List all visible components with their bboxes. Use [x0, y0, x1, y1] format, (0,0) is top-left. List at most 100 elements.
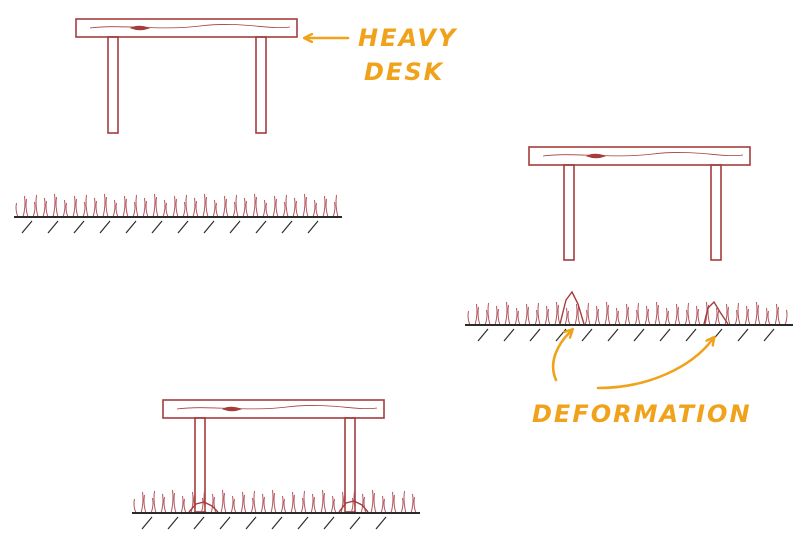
grass-blade — [784, 309, 788, 326]
grass-blade — [260, 493, 264, 514]
ground-hatch-stroke — [245, 516, 257, 530]
grass-blade — [262, 199, 266, 218]
grass-blade — [223, 492, 227, 514]
grass-blade — [340, 491, 344, 514]
grass-blade — [143, 494, 147, 514]
ground-hatch-stroke — [323, 516, 335, 530]
grass-blade — [242, 197, 246, 218]
grass-blade — [410, 493, 414, 514]
desk-1 — [75, 18, 298, 134]
grass-blade — [230, 495, 234, 514]
ground-hatch-stroke — [73, 220, 85, 234]
grass-blade — [724, 303, 728, 326]
grass-blade — [182, 201, 186, 218]
grass-blade — [647, 308, 651, 326]
desk-3-wood-grain — [176, 405, 378, 410]
grass-blade — [514, 307, 518, 326]
ground-hatch-stroke — [685, 328, 697, 342]
grass-blade — [370, 489, 374, 514]
grass-blade — [737, 302, 741, 326]
scene-desk-above-grass — [14, 18, 342, 234]
grass-blade — [155, 196, 159, 218]
grass-blade — [597, 308, 601, 326]
grass-blade — [544, 305, 548, 326]
grass-blade — [283, 498, 287, 514]
grass-blade — [574, 303, 578, 326]
deformation-mark-left — [559, 290, 585, 325]
grass-blade — [487, 302, 491, 326]
grass-blade — [343, 494, 347, 514]
grass-3 — [133, 489, 417, 514]
grass-blade — [162, 199, 166, 218]
grass-blade — [253, 490, 257, 514]
grass-blade — [654, 301, 658, 326]
grass-blade — [255, 196, 259, 218]
grass-blade — [350, 497, 354, 514]
ground-hatch-stroke — [763, 328, 775, 342]
grass-blade — [190, 491, 194, 514]
grass-blade — [205, 196, 209, 218]
grass-blade — [112, 199, 116, 218]
ground-hatch-1 — [21, 220, 319, 234]
grass-blade — [624, 303, 628, 326]
grass-blade — [45, 200, 49, 218]
grass-blade — [170, 489, 174, 514]
grass-blade — [195, 200, 199, 218]
grass-blade — [165, 202, 169, 218]
grass-blade — [282, 201, 286, 218]
desk-3 — [162, 399, 385, 513]
grass-blade — [617, 310, 621, 326]
grass-blade — [494, 305, 498, 326]
grass-blade — [35, 194, 39, 218]
grass-blade — [734, 309, 738, 326]
grass-blade — [275, 198, 279, 218]
grass-blade — [390, 491, 394, 514]
grass-blade — [302, 193, 306, 218]
grass-blade — [292, 197, 296, 218]
grass-blade — [180, 495, 184, 514]
grass-blade — [677, 306, 681, 326]
grass-blade — [222, 195, 226, 218]
ground-hatch-stroke — [711, 328, 723, 342]
grass-blade — [52, 193, 56, 218]
desk-2-leg-right — [710, 164, 722, 261]
grass-blade — [527, 306, 531, 326]
grass-blade — [413, 496, 417, 514]
grass-blade — [295, 200, 299, 218]
desk-3-knot — [221, 406, 243, 412]
ground-hatch-stroke — [167, 516, 179, 530]
grass-blade — [210, 493, 214, 514]
grass-blade — [524, 303, 528, 326]
deformation-label: Deformation — [532, 400, 752, 428]
desk-2 — [528, 146, 751, 261]
desk-1-top — [75, 18, 298, 38]
grass-blade — [65, 202, 69, 218]
grass-blade — [335, 194, 339, 218]
grass-blade — [312, 199, 316, 218]
grass-blade — [564, 307, 568, 326]
grass-blade — [85, 194, 89, 218]
grass-blade — [270, 489, 274, 514]
grass-blade — [764, 307, 768, 326]
grass-blade — [75, 198, 79, 218]
grass-blade — [774, 303, 778, 326]
ground-hatch-stroke — [255, 220, 267, 234]
grass-blade — [744, 305, 748, 326]
grass-blade — [220, 489, 224, 514]
grass-blade — [300, 497, 304, 514]
desk-3-leg-right — [344, 417, 356, 513]
grass-blade — [303, 490, 307, 514]
desk-2-top — [528, 146, 751, 166]
grass-blade — [507, 304, 511, 326]
grass-blade — [323, 492, 327, 514]
ground-hatch-stroke — [151, 220, 163, 234]
desk-2-knot — [585, 153, 607, 159]
desk-3-leg-left — [194, 417, 206, 513]
leg-pressing-mark-left — [188, 501, 219, 513]
grass-blade — [567, 310, 571, 326]
desk-1-knot — [129, 25, 151, 31]
ground-hatch-stroke — [607, 328, 619, 342]
ground-hatch-stroke — [297, 516, 309, 530]
grass-blade — [163, 496, 167, 514]
grass-blade — [142, 197, 146, 218]
